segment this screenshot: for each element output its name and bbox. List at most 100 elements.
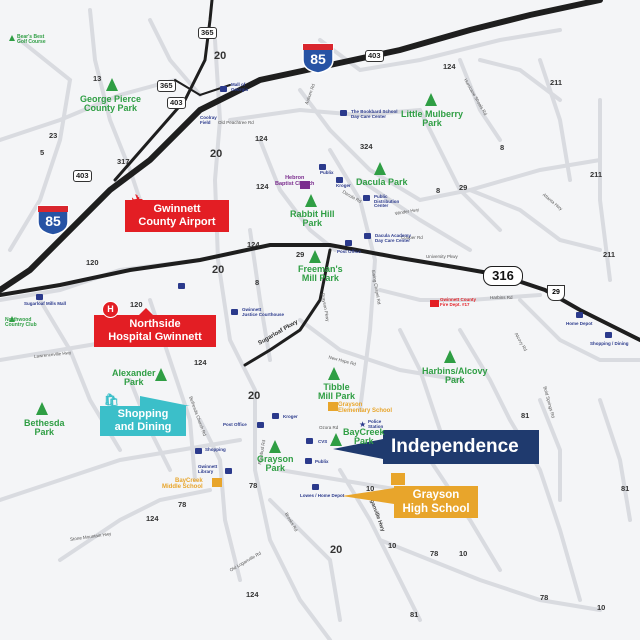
route-365-shield-b: 365 — [157, 80, 176, 92]
park-rabbit-hill[interactable]: Rabbit Hill Park — [290, 209, 335, 229]
route-8-label-c: 8 — [500, 143, 505, 152]
park-baycreek[interactable]: BayCreek Park — [343, 427, 385, 447]
highways — [0, 0, 640, 367]
route-5-label: 5 — [40, 148, 45, 157]
golf-northwood[interactable]: Northwood Country Club — [5, 317, 37, 329]
building-icon — [257, 422, 264, 428]
poi-shopping-dining-sm[interactable]: Shopping / Dining — [590, 341, 629, 346]
poi-fire-dept[interactable]: Gwinnett County Fire Dept. #17 — [440, 297, 476, 307]
building-icon — [231, 309, 238, 315]
poi-publix-a[interactable]: Publix — [320, 170, 334, 175]
poi-kroger-b[interactable]: Kroger — [283, 414, 298, 419]
poi-police-station[interactable]: Police Station — [368, 419, 384, 429]
park-freemans-mill[interactable]: Freeman's Mill Park — [298, 264, 343, 284]
building-icon — [225, 468, 232, 474]
building-icon — [345, 240, 352, 246]
interstate-85-number-a: 85 — [310, 51, 326, 67]
building-icon — [272, 413, 279, 419]
park-dacula[interactable]: Dacula Park — [356, 177, 408, 187]
route-403-shield-c: 403 — [73, 170, 92, 182]
poi-gwinnett-library[interactable]: Gwinnett Library — [198, 464, 218, 474]
park-george-pierce[interactable]: George Pierce County Park — [80, 94, 142, 114]
poi-justice-courthouse[interactable]: Gwinnett Justice Courthouse — [242, 307, 285, 317]
poi-hebron-baptist[interactable]: Hebron Baptist Church — [275, 175, 315, 187]
route-8-label-a: 8 — [436, 186, 441, 195]
park-harbins-alcovy[interactable]: Harbins/Alcovy Park — [422, 366, 488, 386]
route-124-label-c: 124 — [194, 358, 207, 367]
poi-bookbard-school[interactable]: The Bookbard School Day Care Center — [351, 109, 398, 119]
poi-distribution-center[interactable]: Public Distribution Center — [374, 194, 400, 209]
route-10-label-b: 10 — [388, 541, 397, 550]
route-20-label-a: 20 — [214, 50, 227, 62]
park-bethesda[interactable]: Bethesda Park — [24, 418, 65, 438]
poi-post-office-a[interactable]: Post Office — [337, 249, 361, 254]
golf-tree-icon — [9, 316, 15, 322]
airplane-icon: ✈ — [131, 192, 144, 209]
poi-grayson-elementary[interactable]: Grayson Elementary School — [338, 402, 393, 415]
high-school-pointer — [342, 488, 394, 504]
star-icon: ★ — [359, 420, 367, 429]
poi-mall-of-georgia[interactable]: Mall of Georgia — [231, 82, 249, 92]
park-tibble-mill[interactable]: Tibble Mill Park — [318, 382, 356, 402]
poi-coolray-field[interactable]: Coolray Field — [200, 115, 217, 125]
tree-icon — [328, 367, 340, 380]
poi-kroger-a[interactable]: Kroger — [336, 183, 351, 188]
poi-shopping-sm[interactable]: Shopping — [205, 447, 226, 452]
route-124-label-f: 124 — [247, 240, 260, 249]
tree-icon — [309, 250, 321, 263]
poi-dacula-academy[interactable]: Dacula Academy Day Care Center — [375, 233, 411, 243]
route-29-shield: 29 — [547, 285, 565, 301]
poi-home-depot-a[interactable]: Home Depot — [566, 321, 593, 326]
hospital-icon: H — [102, 301, 119, 318]
route-317-label: 317 — [117, 157, 130, 166]
poi-sugarloaf-mills[interactable]: Sugarloaf Mills Mall — [24, 301, 67, 306]
poi-post-office-b[interactable]: Post Office — [223, 422, 247, 427]
independence-label: Independence — [391, 436, 519, 457]
route-29-label-a: 29 — [459, 183, 468, 192]
poi-publix-b[interactable]: Publix — [315, 459, 329, 464]
road-label-cooper: Cooper Rd — [401, 235, 423, 240]
building-icon — [364, 233, 371, 239]
poi-cvs[interactable]: CVS — [318, 439, 328, 444]
building-icon — [363, 195, 370, 201]
tree-icon — [374, 162, 386, 175]
shopping-label: Shopping and Dining — [114, 408, 172, 433]
tree-icon — [106, 78, 118, 91]
building-icon — [340, 110, 347, 116]
route-365-shield-a: 365 — [198, 27, 217, 39]
route-124-label-g: 124 — [246, 590, 259, 599]
high-school-callout[interactable]: Grayson High School — [394, 486, 478, 518]
poi-baycreek-middle[interactable]: BayCreek Middle School — [162, 478, 203, 491]
church-icon — [300, 181, 310, 189]
shopping-callout[interactable]: Shopping and Dining — [100, 406, 186, 436]
tree-icon — [155, 368, 167, 381]
park-grayson[interactable]: Grayson Park — [257, 454, 294, 474]
route-124-label-b: 124 — [443, 62, 456, 71]
interstate-85-shield: 85 — [301, 42, 335, 74]
golf-bears-best[interactable]: Bear's Best Golf Course — [17, 34, 46, 46]
route-211-label-b: 211 — [590, 170, 603, 179]
route-20-label-d: 20 — [248, 390, 261, 402]
park-little-mulberry[interactable]: Little Mulberry Park — [401, 109, 464, 129]
sr316-line — [0, 243, 640, 342]
airport-callout-pointer — [221, 213, 229, 225]
independence-banner[interactable]: Independence — [383, 430, 539, 464]
interstate-85-number-b: 85 — [45, 213, 61, 229]
park-alexander[interactable]: Alexander Park — [112, 368, 156, 388]
poi-lowes-home-depot[interactable]: Lowes / Home Depot — [300, 493, 345, 498]
tree-icon — [425, 93, 437, 106]
shopping-bag-icon: 🛍 — [104, 393, 120, 407]
route-8-label-b: 8 — [255, 278, 260, 287]
route-13-label: 13 — [93, 74, 102, 83]
hospital-callout[interactable]: Northside Hospital Gwinnett — [94, 315, 216, 347]
i85-line — [0, 0, 603, 293]
airport-callout[interactable]: Gwinnett County Airport — [125, 200, 229, 232]
road-label-harbins: Harbins Rd — [490, 295, 513, 300]
shopping-pointer — [140, 396, 190, 406]
building-icon — [220, 86, 227, 92]
route-403-shield-b: 403 — [365, 50, 384, 62]
highway-316-number: 316 — [492, 268, 514, 283]
route-29-label-b: 29 — [296, 250, 305, 259]
building-icon — [306, 438, 313, 444]
